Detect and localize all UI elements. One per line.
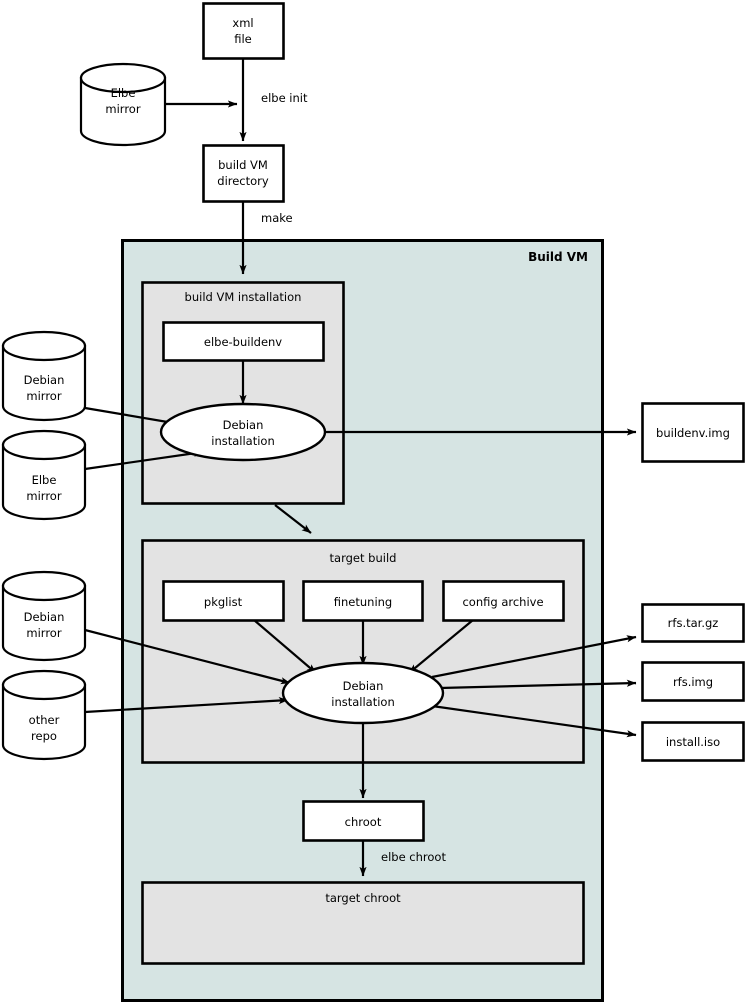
node-xml-file-label-line2: file xyxy=(234,32,252,46)
node-elbe-mirror-top-label-line1: Elbe xyxy=(111,86,136,100)
node-build-vm-directory[interactable]: build VM directory xyxy=(202,144,285,203)
node-elbe-mirror-lower-label-line2: mirror xyxy=(26,489,61,503)
edge-debianinstall-target-to-rfstargz xyxy=(431,635,637,679)
node-rfs-img-label: rfs.img xyxy=(673,675,713,689)
node-rfs-targz-label: rfs.tar.gz xyxy=(668,616,719,630)
node-debian-mirror-upper-label-line2: mirror xyxy=(26,389,61,403)
edge-elbemirror2-to-debianinstall-vm xyxy=(84,449,204,471)
node-finetuning-label: finetuning xyxy=(334,595,392,609)
node-other-repo[interactable]: other repo xyxy=(1,669,87,761)
node-pkglist[interactable]: pkglist xyxy=(162,580,285,622)
edge-configarchive-to-debianinstall-target xyxy=(408,619,474,674)
container-target-chroot-label: target chroot xyxy=(325,891,401,905)
edge-debianinstall-target-to-rfsimg xyxy=(439,679,637,690)
node-elbe-mirror-lower[interactable]: Elbe mirror xyxy=(1,429,87,521)
node-debian-installation-target-label-line1: Debian xyxy=(343,679,384,693)
edge-pkglist-to-debianinstall-target xyxy=(253,619,317,674)
node-elbe-mirror-top[interactable]: Elbe mirror xyxy=(79,62,167,147)
node-chroot-label: chroot xyxy=(345,815,382,829)
edge-label-elbe-init: elbe init xyxy=(261,91,308,105)
node-other-repo-label-line1: other xyxy=(29,713,60,727)
node-debian-installation-target[interactable]: Debian installation xyxy=(281,661,445,725)
node-debian-installation-target-label-line2: installation xyxy=(331,695,395,709)
node-other-repo-label-line2: repo xyxy=(31,729,57,743)
node-debian-mirror-upper[interactable]: Debian mirror xyxy=(1,330,87,422)
edge-debianmirror2-to-debianinstall-target xyxy=(84,628,291,685)
node-install-iso-label: install.iso xyxy=(666,735,720,749)
node-debian-installation-buildvm-label-line2: installation xyxy=(211,434,275,448)
node-debian-installation-buildvm[interactable]: Debian installation xyxy=(159,402,327,462)
node-finetuning[interactable]: finetuning xyxy=(302,580,424,622)
node-chroot[interactable]: chroot xyxy=(302,800,425,842)
edge-label-make: make xyxy=(261,211,293,225)
node-elbe-buildenv[interactable]: elbe-buildenv xyxy=(162,321,325,362)
container-build-vm-installation-label: build VM installation xyxy=(185,290,302,304)
edge-debianinstall-vm-to-targetbuild xyxy=(274,504,312,534)
node-rfs-targz[interactable]: rfs.tar.gz xyxy=(641,603,745,643)
node-build-vm-directory-label-line2: directory xyxy=(217,174,269,188)
node-debian-mirror-lower[interactable]: Debian mirror xyxy=(1,570,87,662)
node-debian-mirror-lower-label-line1: Debian xyxy=(24,610,65,624)
node-pkglist-label: pkglist xyxy=(204,595,243,609)
edge-debianinstall-target-to-installiso xyxy=(431,704,637,738)
node-rfs-img[interactable]: rfs.img xyxy=(641,661,745,702)
node-debian-mirror-lower-label-line2: mirror xyxy=(26,626,61,640)
node-debian-installation-buildvm-label-line1: Debian xyxy=(223,418,264,432)
container-target-chroot: target chroot xyxy=(141,881,585,965)
node-config-archive-label: config archive xyxy=(462,595,543,609)
node-elbe-buildenv-label: elbe-buildenv xyxy=(204,335,282,349)
node-config-archive[interactable]: config archive xyxy=(442,580,565,622)
node-elbe-mirror-lower-label-line1: Elbe xyxy=(32,473,57,487)
edge-label-elbe-chroot: elbe chroot xyxy=(381,850,446,864)
node-debian-mirror-upper-label-line1: Debian xyxy=(24,373,65,387)
edge-otherrepo-to-debianinstall-target xyxy=(84,696,289,714)
node-install-iso[interactable]: install.iso xyxy=(641,721,745,762)
node-buildenv-img-label: buildenv.img xyxy=(656,426,730,440)
container-target-build-label: target build xyxy=(330,551,397,565)
node-xml-file-label-line1: xml xyxy=(232,16,253,30)
node-xml-file[interactable]: xml file xyxy=(202,2,285,60)
container-build-vm-installation: build VM installation xyxy=(141,281,345,505)
container-build-vm-label: Build VM xyxy=(528,250,588,264)
node-buildenv-img[interactable]: buildenv.img xyxy=(641,402,745,463)
node-build-vm-directory-label-line1: build VM xyxy=(218,158,268,172)
node-elbe-mirror-top-label-line2: mirror xyxy=(105,102,140,116)
